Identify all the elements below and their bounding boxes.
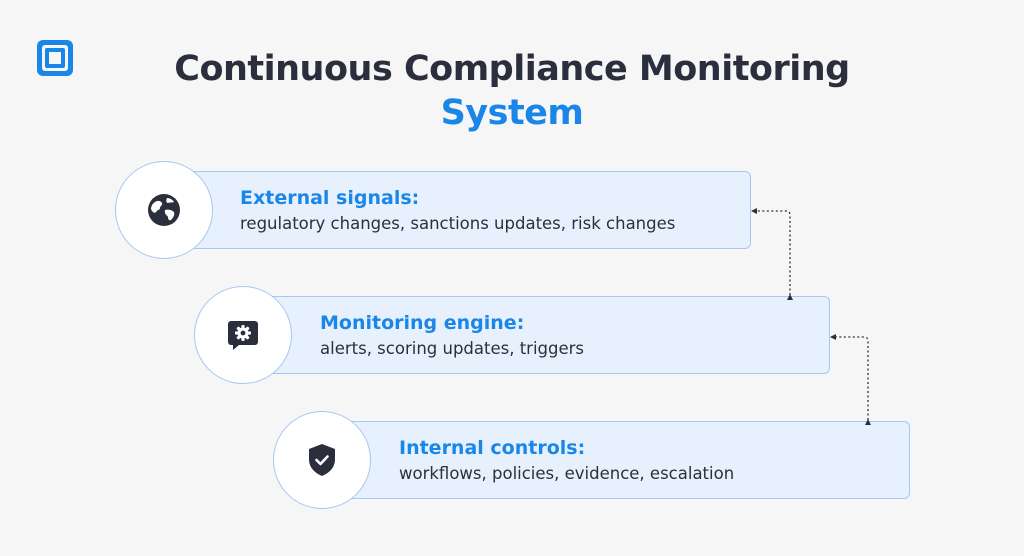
step-icon-circle — [273, 411, 371, 509]
connector-engine-to-controls — [830, 334, 871, 425]
step-icon-circle — [194, 286, 292, 384]
step-card-internal-controls: Internal controls: workflows, policies, … — [320, 421, 910, 499]
page-title-highlight: System — [440, 93, 584, 133]
step-heading: External signals: — [240, 187, 420, 209]
step-description: workflows, policies, evidence, escalatio… — [399, 464, 735, 483]
shield-check-icon — [309, 444, 335, 476]
step-heading: Internal controls: — [399, 437, 586, 459]
step-description: alerts, scoring updates, triggers — [320, 339, 585, 358]
step-card-monitoring-engine: Monitoring engine: alerts, scoring updat… — [241, 296, 830, 374]
gear-chat-icon — [228, 321, 258, 350]
step-heading: Monitoring engine: — [320, 312, 525, 334]
globe-icon — [148, 194, 180, 226]
step-card-external-signals: External signals: regulatory changes, sa… — [161, 171, 751, 249]
connector-external-to-engine — [751, 208, 793, 300]
step-icon-circle — [115, 161, 213, 259]
brand-logo — [37, 40, 73, 76]
step-description: regulatory changes, sanctions updates, r… — [240, 214, 676, 233]
page-title: Continuous Compliance Monitoring — [174, 49, 850, 89]
